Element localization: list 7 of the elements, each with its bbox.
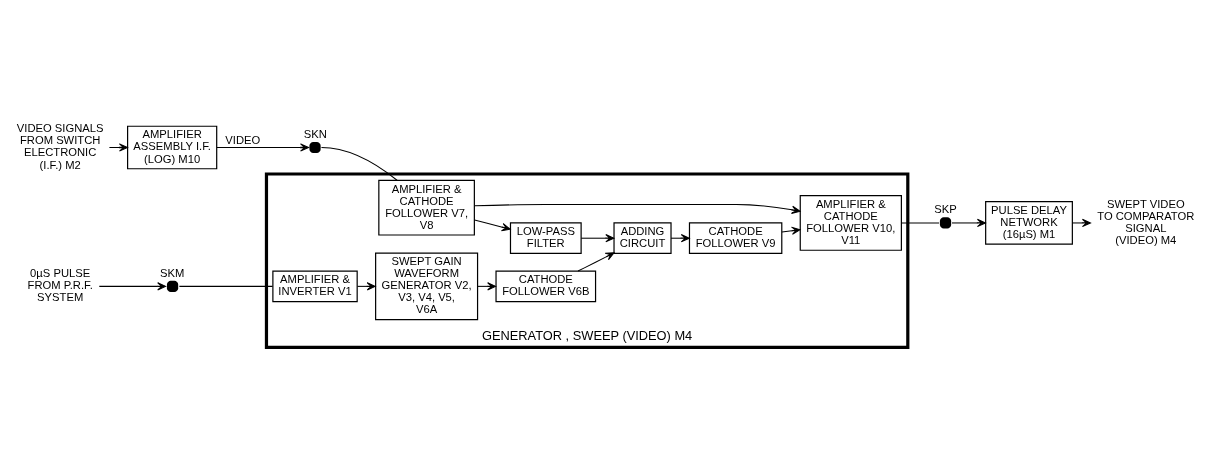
node-label: SKN [303,127,327,140]
node-text: 0µS PULSE FROM P.R.F. SYSTEM [27,266,93,303]
node-label: SKM [160,266,185,279]
node-label: SKP [934,202,957,215]
node-text: SWEPT VIDEO TO COMPARATOR SIGNAL (VIDEO) M4 [1097,197,1195,246]
edge-label: VIDEO [225,133,261,146]
node-text: VIDEO SIGNALS FROM SWITCH ELECTRONIC (I.F.) M2 [16,121,104,171]
